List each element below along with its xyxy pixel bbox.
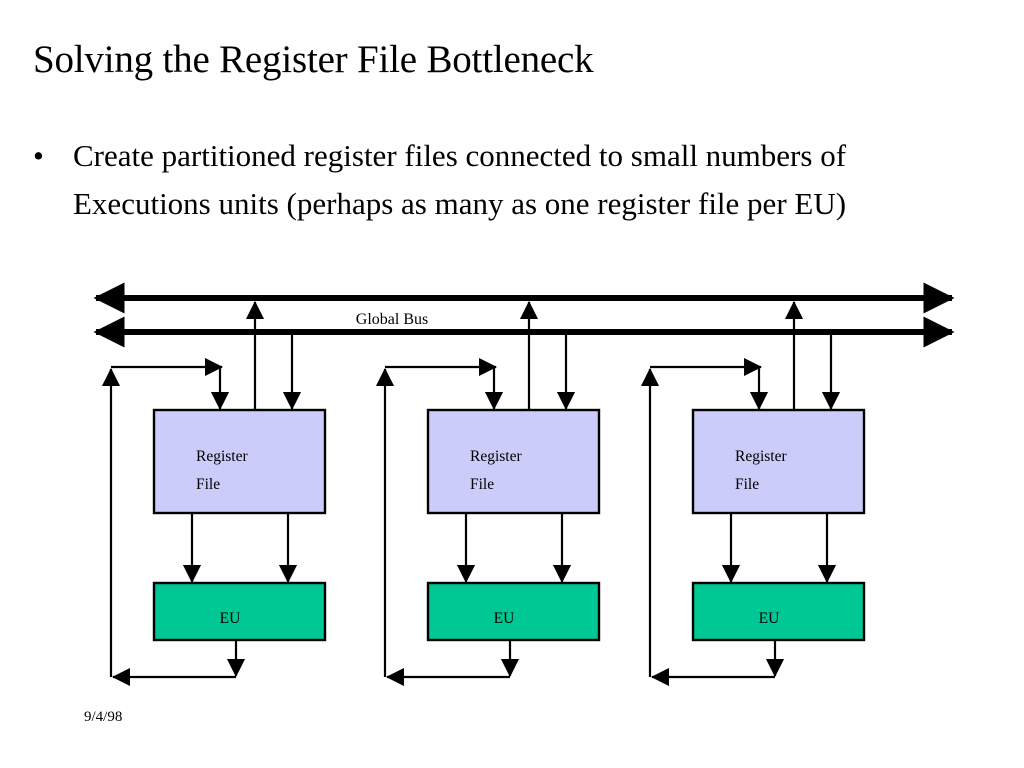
- global-bus-label: Global Bus: [356, 311, 428, 328]
- bullet-marker: •: [33, 138, 44, 173]
- register-file-label-1-line2: File: [196, 476, 220, 493]
- register-file-label-1-line1: Register: [196, 448, 248, 465]
- processing-group-3: Register File EU: [640, 300, 866, 687]
- bullet-list: • Create partitioned register files conn…: [33, 132, 953, 228]
- footer-date: 9/4/98: [84, 709, 123, 725]
- register-file-label-3-line1: Register: [735, 448, 787, 465]
- register-file-box-1[interactable]: [152, 408, 327, 515]
- eu-label-1: EU: [220, 610, 241, 627]
- eu-label-3: EU: [759, 610, 780, 627]
- eu-box-3[interactable]: [691, 581, 866, 642]
- register-file-label-2-line1: Register: [470, 448, 522, 465]
- processing-group-2: Register File EU: [375, 300, 601, 687]
- register-file-box-2[interactable]: [426, 408, 601, 515]
- eu-label-2: EU: [494, 610, 515, 627]
- register-file-box-3[interactable]: [691, 408, 866, 515]
- eu-box-2[interactable]: [426, 581, 601, 642]
- register-file-label-2-line2: File: [470, 476, 494, 493]
- global-bus: Global Bus: [93, 282, 955, 348]
- processing-group-1: Register File EU: [101, 300, 327, 687]
- page-title: Solving the Register File Bottleneck: [33, 38, 594, 81]
- register-file-label-3-line2: File: [735, 476, 759, 493]
- bullet-text: Create partitioned register files connec…: [73, 138, 847, 221]
- list-item: • Create partitioned register files conn…: [33, 132, 953, 228]
- eu-box-1[interactable]: [152, 581, 327, 642]
